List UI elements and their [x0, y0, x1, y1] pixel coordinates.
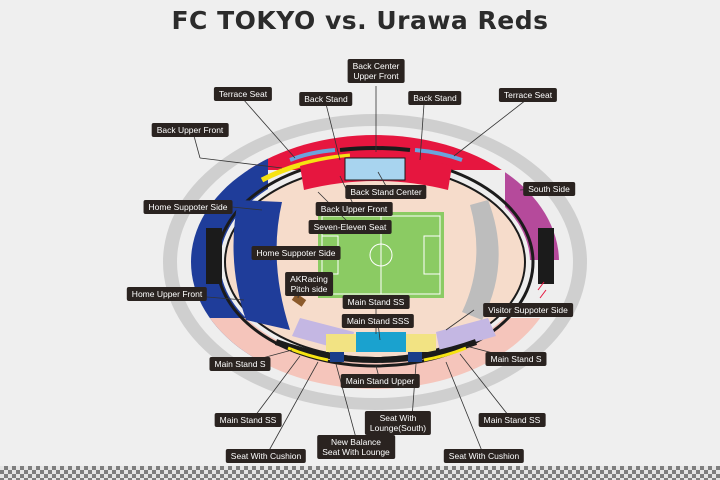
label-seat-with-cushion-left[interactable]: Seat With Cushion	[225, 449, 307, 463]
main-stand-sss-section[interactable]	[356, 332, 406, 352]
label-seat-with-cushion-right[interactable]: Seat With Cushion	[443, 449, 525, 463]
akracing-pitch-side-marker[interactable]	[291, 293, 307, 307]
label-back-stand-center[interactable]: Back Stand Center	[345, 185, 427, 199]
label-back-stand-left[interactable]: Back Stand	[299, 92, 353, 106]
label-visitor-suppoter-side[interactable]: Visitor Suppoter Side	[483, 303, 573, 317]
label-seat-with-lounge-south[interactable]: Seat With Lounge(South)	[364, 411, 432, 435]
label-main-stand-ss-left[interactable]: Main Stand SS	[214, 413, 282, 427]
main-stand-sss-left-block[interactable]	[326, 334, 356, 352]
label-south-side[interactable]: South Side	[523, 182, 575, 196]
pitch-center-circle	[369, 243, 393, 267]
main-stand-sss-right-block[interactable]	[406, 334, 436, 352]
seven-eleven-seat[interactable]	[260, 153, 351, 183]
label-home-suppoter-side-upper[interactable]: Home Suppoter Side	[143, 200, 233, 214]
label-back-upper-front-center[interactable]: Back Upper Front	[315, 202, 393, 216]
label-main-stand-ss-right[interactable]: Main Stand SS	[478, 413, 546, 427]
label-main-stand-s-left[interactable]: Main Stand S	[209, 357, 271, 371]
label-terrace-seat-right[interactable]: Terrace Seat	[498, 88, 558, 102]
label-main-stand-upper[interactable]: Main Stand Upper	[340, 374, 420, 388]
label-new-balance-seat-with-lounge[interactable]: New Balance Seat With Lounge	[317, 435, 395, 459]
label-main-stand-ss-top[interactable]: Main Stand SS	[342, 295, 410, 309]
pitch-box-right	[423, 235, 441, 275]
label-main-stand-s-right[interactable]: Main Stand S	[485, 352, 547, 366]
seat-with-cushion-right-strip[interactable]	[423, 346, 467, 362]
visitor-suppoter-side-section[interactable]	[462, 200, 499, 320]
back-stand-center-section[interactable]	[344, 157, 406, 181]
back-upper-front-strip-left[interactable]	[289, 148, 336, 162]
direction-marks	[537, 281, 547, 299]
gate-left	[206, 228, 222, 284]
new-balance-lounge-block[interactable]	[330, 352, 344, 362]
label-main-stand-sss[interactable]: Main Stand SSS	[341, 314, 415, 328]
gate-right	[538, 228, 554, 284]
label-akracing-pitch-side[interactable]: AKRacing Pitch side	[285, 272, 333, 296]
label-back-center-upper-front[interactable]: Back Center Upper Front	[347, 59, 405, 83]
seat-with-cushion-left-strip[interactable]	[287, 346, 329, 362]
bottom-ticker-strip	[0, 466, 720, 480]
page-title: FC TOKYO vs. Urawa Reds	[171, 6, 549, 35]
label-back-stand-right[interactable]: Back Stand	[408, 91, 462, 105]
label-seven-eleven-seat[interactable]: Seven-Eleven Seat	[308, 220, 392, 234]
main-stand-ss-right-block[interactable]	[436, 318, 496, 352]
label-home-suppoter-side-inner[interactable]: Home Suppoter Side	[251, 246, 341, 260]
label-terrace-seat-left[interactable]: Terrace Seat	[213, 87, 273, 101]
main-stand-front-band	[274, 339, 478, 363]
back-upper-front-black-band	[339, 146, 411, 152]
label-home-upper-front[interactable]: Home Upper Front	[126, 287, 208, 301]
label-back-upper-front-left[interactable]: Back Upper Front	[151, 123, 229, 137]
home-suppoter-side-inner[interactable]	[233, 200, 291, 330]
seat-with-lounge-south-block[interactable]	[408, 352, 422, 362]
back-upper-front-strip-right[interactable]	[414, 148, 463, 162]
